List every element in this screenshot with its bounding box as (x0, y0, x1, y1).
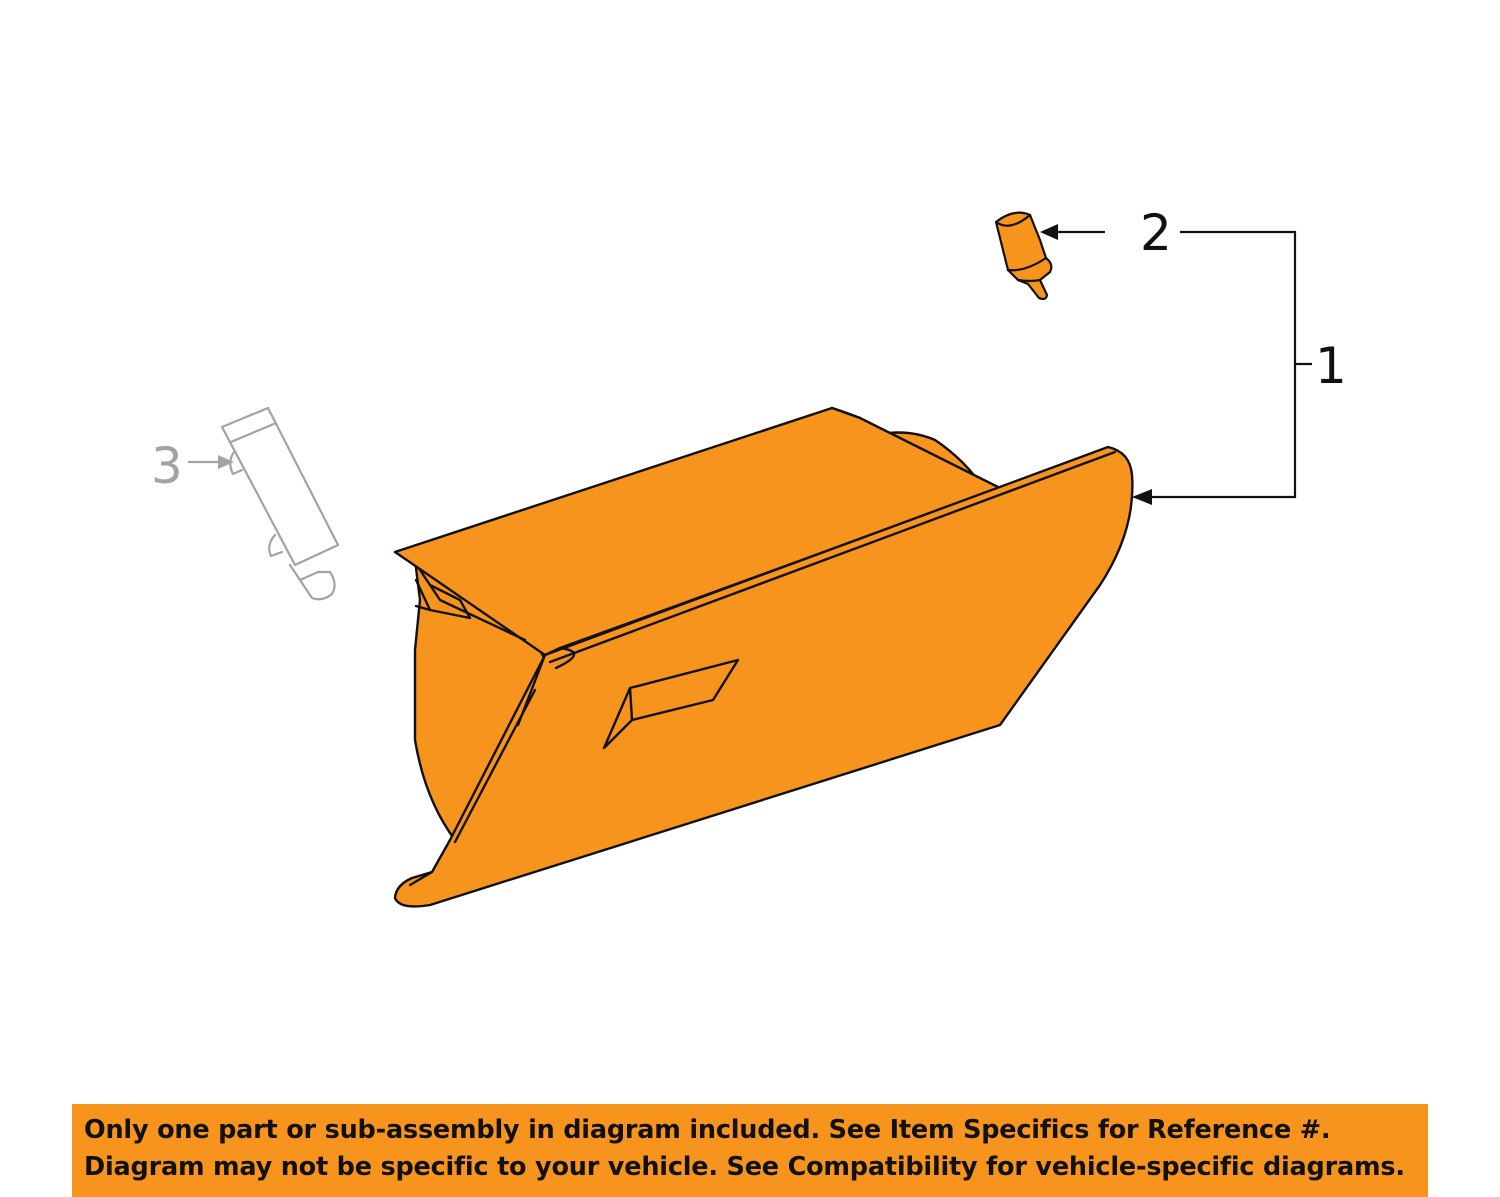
disclaimer-banner: Only one part or sub-assembly in diagram… (72, 1104, 1428, 1197)
disclaimer-line-2: Diagram may not be specific to your vehi… (84, 1152, 1405, 1182)
glove-box-part (393, 406, 1134, 908)
callout-number-2: 2 (1140, 204, 1172, 262)
callout-number-1: 1 (1315, 337, 1347, 395)
callout-arrowheads (218, 224, 1152, 505)
callout-number-3: 3 (151, 437, 183, 495)
latch-part (220, 406, 340, 601)
disclaimer-line-1: Only one part or sub-assembly in diagram… (84, 1115, 1331, 1145)
bumper-part (994, 211, 1053, 301)
